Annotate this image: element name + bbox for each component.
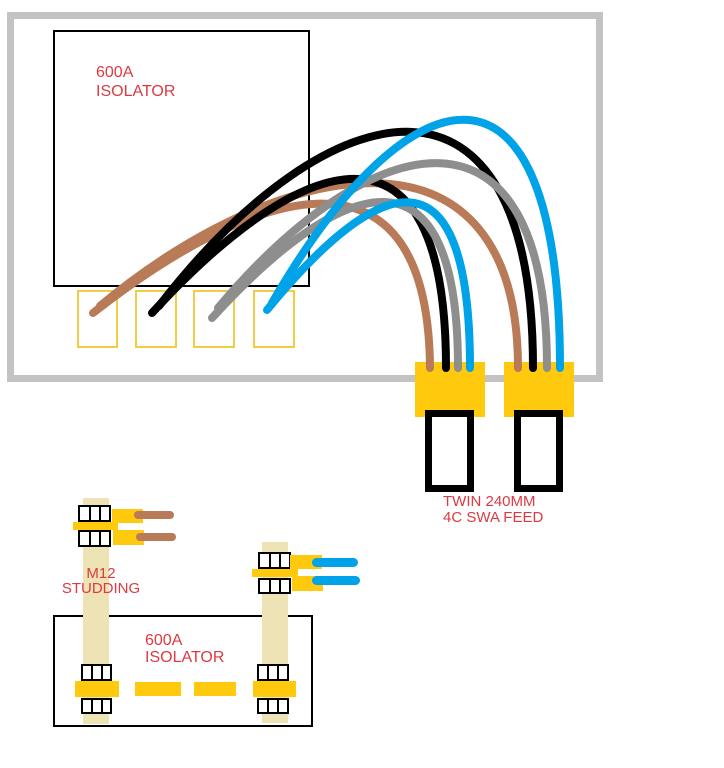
blue-cable-tail-upper [312,558,358,567]
nut-left-top-lower [78,530,111,547]
isolator-label-top-line1: 600A [96,64,134,81]
cable-gland-2 [504,362,574,417]
brown-cable-tail-lower [136,533,176,541]
terminal-1 [77,290,118,348]
nut-left-box-upper [81,664,112,681]
nut-left-box-lower [81,698,112,714]
terminal-4 [253,290,295,348]
isolator-label-top-line2: ISOLATOR [96,83,176,100]
washer-right-top [252,569,298,577]
brown-cable-tail-upper [134,511,174,519]
cable-gland-1 [415,362,485,417]
washer-left-top [73,522,118,530]
isolator-label-bottom: 600A ISOLATOR [145,632,224,666]
nut-right-box-upper [257,664,289,681]
isolator-box-top [53,30,310,287]
isolator-label-top: 600A ISOLATOR [96,63,175,101]
studding-label-line2: STUDDING [61,580,141,597]
washer-right-box [253,681,296,697]
busbar-dash-1 [135,682,181,696]
blue-cable-tail-lower [312,576,360,585]
studding-label: M12 STUDDING [56,566,146,596]
isolator-label-bottom-line2: ISOLATOR [145,649,225,666]
nut-right-top-upper [258,552,291,569]
busbar-dash-2 [194,682,236,696]
swa-cable-1 [425,410,474,492]
nut-left-top-upper [78,505,111,522]
terminal-2 [135,290,177,348]
enclosure-outline [7,12,603,382]
isolator-label-bottom-line1: 600A [145,632,183,649]
nut-right-top-lower [258,578,291,594]
swa-cable-2 [514,410,563,492]
nut-right-box-lower [257,698,289,714]
feed-label: TWIN 240MM 4C SWA FEED [443,494,543,526]
terminal-3 [193,290,235,348]
washer-left-box [75,681,119,697]
studding-label-line1: M12 [86,565,116,582]
feed-label-line1: TWIN 240MM [443,493,536,510]
feed-label-line2: 4C SWA FEED [443,509,544,526]
